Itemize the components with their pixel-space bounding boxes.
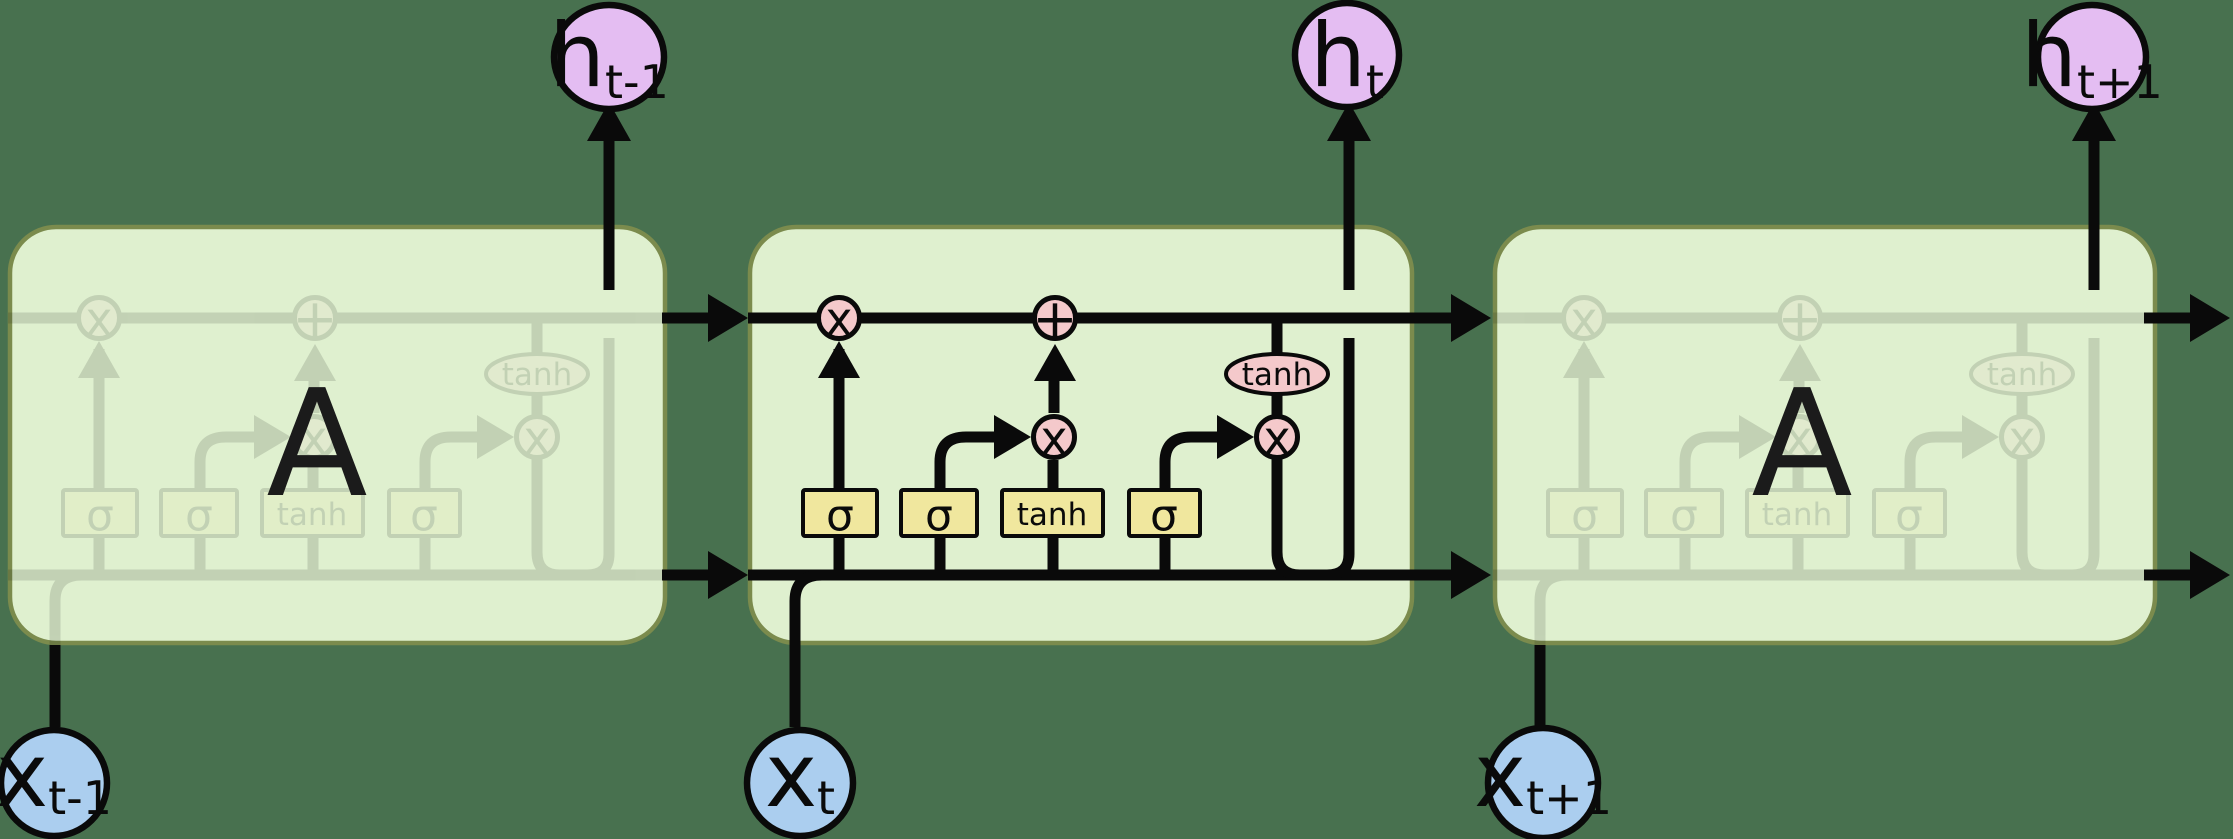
hidden-state-prev-label: ht-1 — [549, 4, 669, 109]
input-next-label: xt+1 — [1474, 724, 1612, 827]
hidden-state-prev-node: ht-1 — [549, 1, 669, 113]
hidden-state-current-node: ht — [1291, 0, 1403, 111]
hidden-state-current-label: ht — [1310, 4, 1384, 109]
lstm-cell-next-label: A — [1751, 358, 1852, 530]
input-current-node: xt — [743, 724, 857, 839]
input-prev-node: xt-1 — [0, 724, 112, 839]
lstm-cell-previous-body — [7, 224, 668, 646]
input-prev-circle — [0, 726, 111, 839]
input-current-circle — [743, 726, 857, 839]
lstm-cell-current — [748, 102, 1412, 727]
lstm-cell-previous-label: A — [266, 358, 367, 530]
input-next-node: xt+1 — [1474, 724, 1612, 839]
arrows-into-current-cell — [662, 294, 748, 599]
lstm-cell-previous: A — [8, 102, 672, 727]
hidden-state-current-circle — [1291, 0, 1403, 111]
lstm-cell-next: A — [1493, 102, 2157, 727]
input-current-label: xt — [765, 724, 835, 827]
lstm-cell-next-body — [1492, 224, 2158, 646]
input-next-circle — [1484, 724, 1602, 839]
hidden-state-prev-circle — [550, 1, 668, 113]
hidden-state-next-circle — [2034, 1, 2150, 113]
arrows-into-next-cell — [1405, 294, 1491, 599]
input-prev-label: xt-1 — [0, 724, 112, 827]
hidden-state-next-node: ht+1 — [2021, 1, 2163, 113]
lstm-cell-current-body — [747, 224, 1415, 646]
hidden-state-next-label: ht+1 — [2021, 4, 2163, 109]
